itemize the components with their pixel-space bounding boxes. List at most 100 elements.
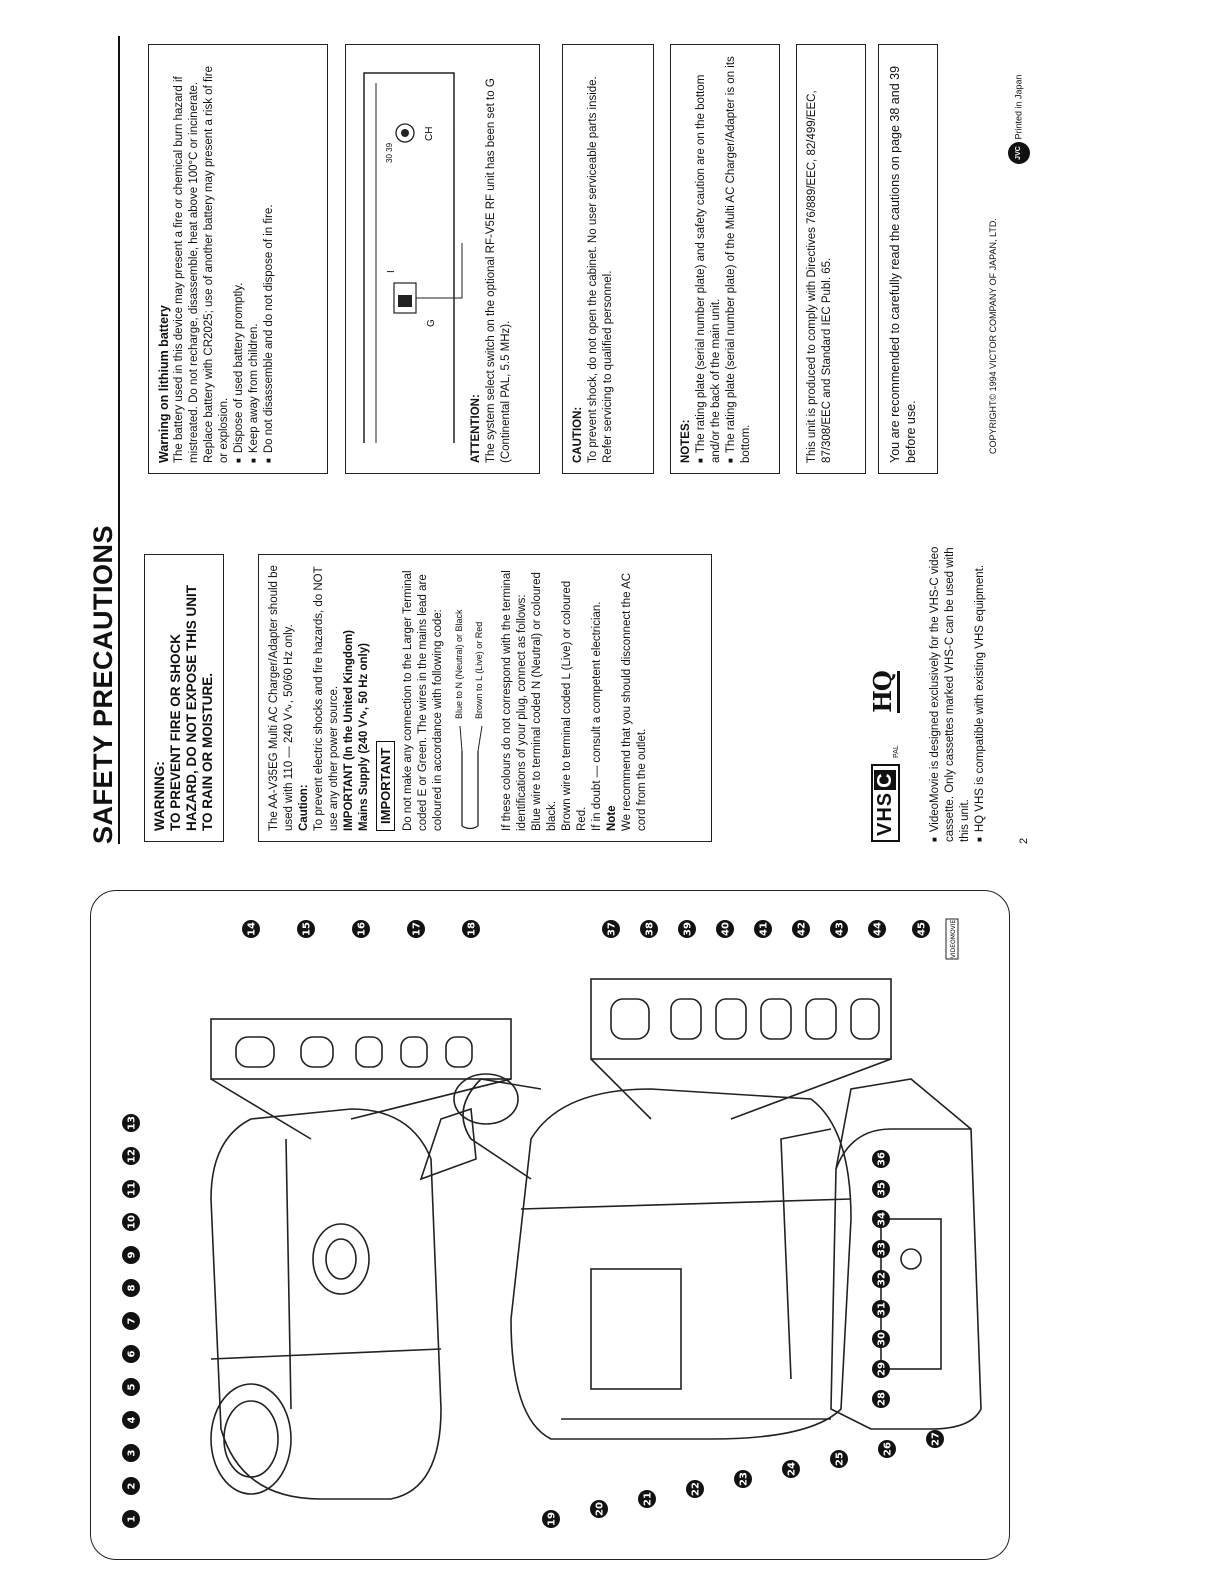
directives-box: This unit is produced to comply with Dir… <box>796 44 866 474</box>
svg-text:22: 22 <box>691 1482 702 1496</box>
svg-text:18: 18 <box>467 922 478 936</box>
lithium-heading: Warning on lithium battery <box>157 305 171 463</box>
top-switch-panel <box>210 1018 512 1080</box>
svg-text:38: 38 <box>645 922 656 936</box>
callout-44: 44 <box>868 920 886 938</box>
directives-text: This unit is produced to comply with Dir… <box>806 90 833 463</box>
callout-39: 39 <box>678 920 696 938</box>
hq-logo: HQ <box>868 671 900 713</box>
svg-text:34: 34 <box>877 1212 888 1226</box>
charger-box: The AA-V35EG Multi AC Charger/Adapter sh… <box>258 554 712 842</box>
page-title: SAFETY PRECAUTIONS <box>88 524 118 844</box>
notes-item-1: The rating plate (serial number plate) a… <box>694 55 724 463</box>
vhs-notes: VideoMovie is designed exclusively for t… <box>928 542 988 842</box>
svg-text:36: 36 <box>877 1152 888 1166</box>
lithium-item-2: Keep away from children. <box>247 55 262 463</box>
callout-23: 23 <box>734 1470 752 1488</box>
note-text: We recommend that you should disconnect … <box>621 572 648 831</box>
brown-rule: Brown wire to terminal coded L (Live) or… <box>561 580 588 831</box>
warning-box: WARNING: TO PREVENT FIRE OR SHOCK HAZARD… <box>144 554 224 842</box>
wire-brown-label: Brown to L (Live) or Red <box>474 621 484 719</box>
button-panel <box>590 978 892 1060</box>
mismatch-text: If these colours do not correspond with … <box>501 570 528 831</box>
svg-text:2: 2 <box>127 1482 138 1489</box>
callout-34: 34 <box>872 1210 890 1228</box>
read-text: You are recommended to carefully read th… <box>888 65 918 463</box>
rf-unit-drawing <box>363 72 463 443</box>
svg-text:11: 11 <box>127 1182 138 1196</box>
attention-text: The system select switch on the optional… <box>485 78 512 463</box>
videomovie-badge: VIDEOMOVIE <box>945 918 959 960</box>
callout-25: 25 <box>830 1450 848 1468</box>
page-number: 2 <box>1018 837 1030 844</box>
svg-text:40: 40 <box>721 922 732 936</box>
callout-18: 18 <box>462 920 480 938</box>
lithium-item-1: Dispose of used battery promptly. <box>232 55 247 463</box>
callout-17: 17 <box>407 920 425 938</box>
lithium-item-3: Do not disassemble and do not dispose of… <box>262 55 277 463</box>
callout-36: 36 <box>872 1150 890 1168</box>
callout-43: 43 <box>830 920 848 938</box>
svg-text:21: 21 <box>643 1492 654 1506</box>
callout-30: 30 <box>872 1330 890 1348</box>
svg-text:24: 24 <box>787 1462 798 1476</box>
callout-8: 8 <box>122 1279 140 1297</box>
callout-28: 28 <box>872 1390 890 1408</box>
caution-box: CAUTION: To prevent shock, do not open t… <box>562 44 654 474</box>
warning-line-4: TO RAIN OR MOISTURE. <box>200 672 215 831</box>
callout-26: 26 <box>878 1440 896 1458</box>
callout-5: 5 <box>122 1378 140 1396</box>
svg-text:29: 29 <box>877 1362 888 1376</box>
callout-29: 29 <box>872 1360 890 1378</box>
warning-line-3: HAZARD, DO NOT EXPOSE THIS UNIT <box>184 584 199 831</box>
channel-label: CH <box>424 126 435 141</box>
svg-text:45: 45 <box>917 922 928 936</box>
notes-item-2: The rating plate (serial number plate) o… <box>724 55 754 463</box>
notes-heading: NOTES: <box>680 419 692 463</box>
svg-text:26: 26 <box>883 1442 894 1456</box>
svg-text:16: 16 <box>357 922 368 936</box>
lithium-battery-box: Warning on lithium battery The battery u… <box>148 44 328 474</box>
switch-label-g: G <box>426 319 437 327</box>
callout-12: 12 <box>122 1147 140 1165</box>
svg-text:39: 39 <box>683 922 694 936</box>
callout-31: 31 <box>872 1300 890 1318</box>
right-column-rule <box>118 36 120 484</box>
switch-label-i: I <box>386 270 397 273</box>
svg-text:43: 43 <box>835 922 846 936</box>
vhs-note-1: VideoMovie is designed exclusively for t… <box>928 542 973 842</box>
attention-box: G I CH 30 39 ATTENTION: The system selec… <box>345 44 540 474</box>
callout-24: 24 <box>782 1460 800 1478</box>
svg-text:44: 44 <box>873 922 884 936</box>
lithium-replace: Replace battery with CR2025; use of anot… <box>203 66 230 463</box>
printed-in-japan: JVC Printed in Japan <box>1008 74 1030 164</box>
title-rule <box>118 484 120 844</box>
svg-text:31: 31 <box>877 1302 888 1316</box>
lithium-text: The battery used in this device may pres… <box>173 76 200 463</box>
svg-text:19: 19 <box>547 1512 558 1526</box>
callout-32: 32 <box>872 1270 890 1288</box>
svg-text:20: 20 <box>595 1502 606 1516</box>
mains-heading: Mains Supply (240 V∿, 50 Hz only) <box>358 643 370 831</box>
svg-text:3: 3 <box>127 1449 138 1456</box>
svg-text:32: 32 <box>877 1272 888 1286</box>
warning-line-2: TO PREVENT FIRE OR SHOCK <box>168 633 183 831</box>
callout-33: 33 <box>872 1240 890 1258</box>
callout-22: 22 <box>686 1480 704 1498</box>
rf-unit-illustration: G I CH 30 39 <box>354 55 469 463</box>
svg-text:25: 25 <box>835 1452 846 1466</box>
callout-2: 2 <box>122 1477 140 1495</box>
callout-13: 13 <box>122 1114 140 1132</box>
read-cautions-box: You are recommended to carefully read th… <box>878 44 938 474</box>
caution-text: To prevent shock, do not open the cabine… <box>587 76 614 463</box>
viewfinder <box>462 1078 542 1180</box>
svg-text:12: 12 <box>127 1149 138 1163</box>
important-tag: IMPORTANT <box>376 740 395 831</box>
svg-text:5: 5 <box>127 1383 138 1390</box>
pal-label: PAL <box>893 745 900 758</box>
callout-45: 45 <box>912 920 930 938</box>
svg-text:37: 37 <box>607 922 618 936</box>
copyright: COPYRIGHT© 1994 VICTOR COMPANY OF JAPAN,… <box>988 218 998 454</box>
